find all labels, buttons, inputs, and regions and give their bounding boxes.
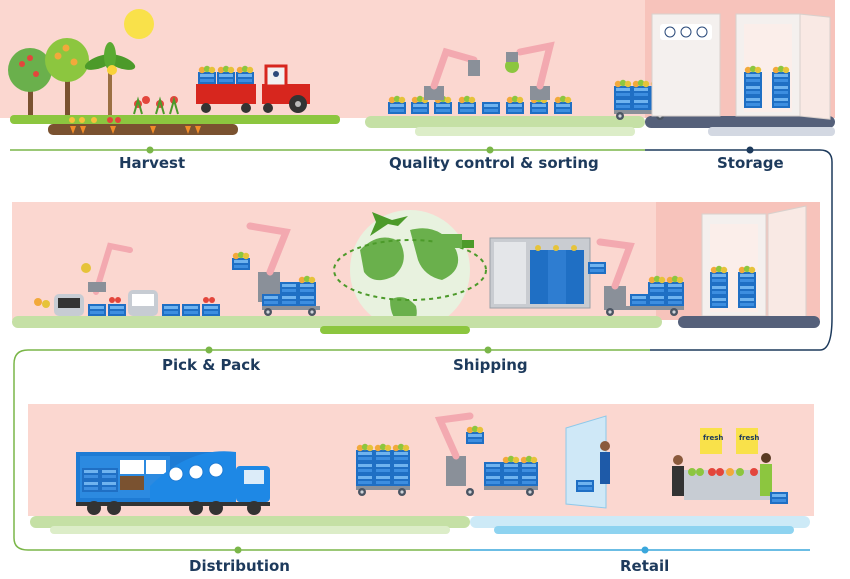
marker-distribution bbox=[234, 546, 242, 554]
cold-room-door-1 bbox=[651, 13, 721, 117]
marker-shipping bbox=[484, 346, 492, 354]
robot-arm-5 bbox=[434, 412, 538, 496]
marker-storage bbox=[746, 146, 754, 154]
delivery-truck bbox=[76, 451, 270, 515]
marker-pick-pack bbox=[205, 346, 213, 354]
flow-line-pick-pack bbox=[650, 317, 833, 351]
stage-label-shipping: Shipping bbox=[453, 356, 528, 374]
flow-line-storage bbox=[645, 149, 833, 190]
stage-label-harvest: Harvest bbox=[119, 154, 186, 172]
stage-label-storage: Storage bbox=[717, 154, 784, 172]
robot-arm-1 bbox=[424, 47, 480, 100]
cold-room-door-2 bbox=[735, 13, 831, 120]
store-door bbox=[565, 415, 610, 509]
row-2 bbox=[12, 190, 833, 354]
cold-room-door-3 bbox=[701, 205, 807, 325]
pick-pack-stations bbox=[34, 242, 220, 316]
sun-icon bbox=[124, 9, 154, 39]
robot-arm-4 bbox=[588, 238, 684, 316]
row-3: fresh fresh bbox=[13, 349, 814, 554]
marker-harvest bbox=[146, 146, 154, 154]
vegetable-plants bbox=[133, 96, 179, 115]
stage-label-retail: Retail bbox=[620, 557, 670, 575]
robot-arm-2 bbox=[505, 41, 555, 100]
row-1-ground bbox=[10, 115, 835, 136]
distribution-cart bbox=[356, 443, 410, 496]
storage-cart bbox=[614, 79, 668, 120]
robot-arm-3 bbox=[232, 222, 320, 316]
market-stall: fresh fresh bbox=[672, 428, 788, 504]
row-1 bbox=[0, 0, 835, 190]
stage-label-quality: Quality control & sorting bbox=[389, 154, 599, 172]
stage-label-distribution: Distribution bbox=[189, 557, 290, 575]
marker-quality bbox=[486, 146, 494, 154]
fruit-trees bbox=[8, 38, 136, 116]
marker-retail bbox=[641, 546, 649, 554]
shipping-container bbox=[489, 237, 591, 309]
globe-icon bbox=[333, 210, 487, 332]
sign-2-text: fresh bbox=[739, 434, 759, 442]
tractor-with-trailer bbox=[196, 64, 310, 113]
stage-label-pick-pack: Pick & Pack bbox=[162, 356, 261, 374]
sign-1-text: fresh bbox=[703, 434, 723, 442]
